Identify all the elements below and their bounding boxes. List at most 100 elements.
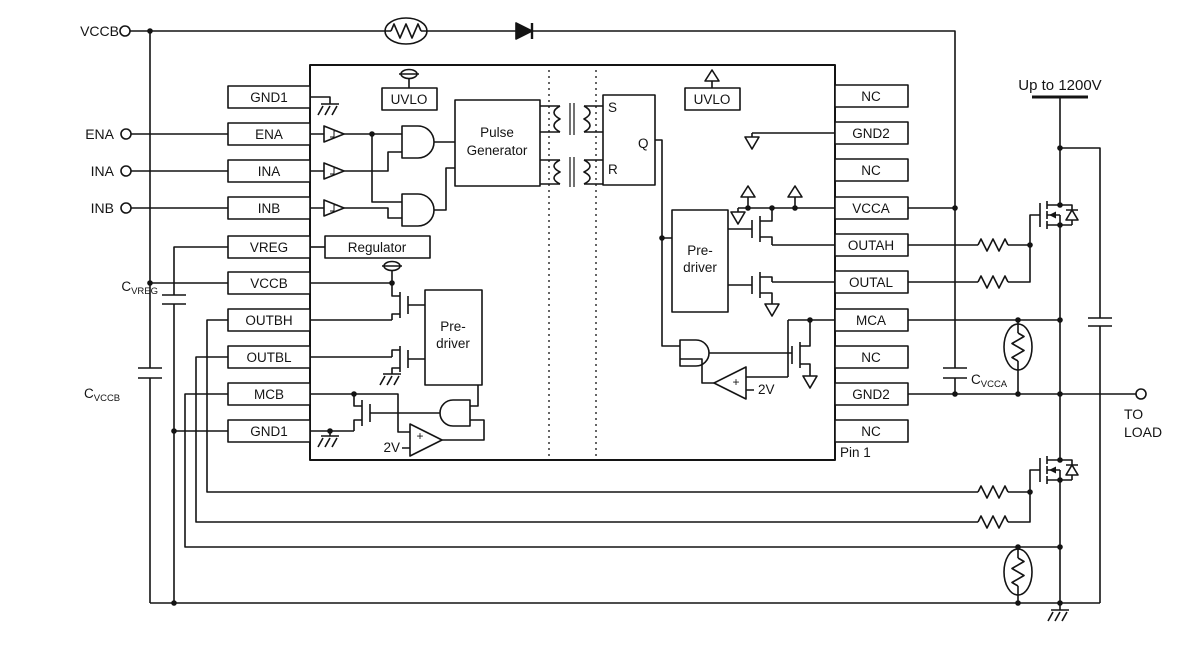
predriver-right-label-1: Pre-	[687, 243, 713, 258]
left-terminals	[119, 25, 228, 214]
latch-q-label: Q	[638, 136, 649, 151]
channel-b-output-stage	[310, 283, 483, 386]
mca-external	[908, 319, 1060, 394]
junction-dots	[147, 28, 1063, 606]
to-load-terminal-icon	[1135, 388, 1147, 400]
pin-box-vreg	[227, 235, 311, 259]
pulse-generator-label-1: Pulse	[480, 125, 514, 140]
switch-node	[908, 388, 1147, 400]
pin-label-right-1: GND2	[852, 126, 890, 141]
pin-box-vcca	[834, 196, 909, 220]
pin-box-mca	[834, 308, 909, 332]
pin-label-right-5: OUTAL	[849, 275, 893, 290]
pin-box-gnd2-top	[834, 121, 909, 145]
pin-box-inb	[227, 196, 311, 220]
pin-label-right-7: NC	[861, 350, 881, 365]
predriver-right-label-2: driver	[683, 260, 717, 275]
and-gate-b-icon	[401, 193, 435, 227]
isolation-barrier-icon	[548, 70, 597, 456]
channel-a-output-stage	[671, 208, 835, 317]
pin-label-left-2: INA	[258, 164, 281, 179]
clamp-comparator-b-icon	[409, 423, 443, 457]
clamp-ref-right-label: 2V	[758, 382, 775, 397]
pin-label-right-8: GND2	[852, 387, 890, 402]
input-logic	[310, 96, 455, 227]
pin-label-right-0: NC	[861, 89, 881, 104]
miller-clamp-a	[679, 319, 835, 400]
bootstrap-rail	[130, 17, 956, 394]
pin-box-nc-2	[834, 158, 909, 182]
comparator-plus-left: +	[416, 429, 423, 443]
pin-box-outal	[834, 270, 909, 294]
miller-clamp-b	[310, 385, 485, 457]
clamp-and-b-icon	[439, 399, 471, 427]
isolation-channel	[454, 94, 680, 347]
pin-label-left-0: GND1	[250, 90, 288, 105]
low-side-mosfet-icon	[1039, 394, 1079, 622]
pin-box-gnd2-bottom	[834, 382, 909, 406]
body-diode-bottom-icon	[1065, 464, 1079, 476]
regulator-label: Regulator	[348, 240, 407, 255]
terminal-label-vccb: VCCB	[80, 23, 119, 39]
pin-label-left-3: INB	[258, 201, 281, 216]
transformer-icon	[553, 103, 591, 187]
power-ground-icon	[1047, 609, 1070, 622]
pin-label-right-9: NC	[861, 424, 881, 439]
cvccb-capacitor-icon	[138, 367, 162, 379]
pin-box-nc-1	[834, 84, 909, 108]
ena-terminal-icon	[120, 128, 132, 140]
cvreg-capacitor-icon	[162, 294, 186, 305]
pin-box-outbl	[227, 345, 311, 369]
vccb-flag-uvlo-icon	[399, 68, 419, 80]
pin-box-outbh	[227, 308, 311, 332]
vccb-rail-and-cvccb	[138, 31, 228, 603]
pin-box-mcb	[227, 382, 311, 406]
labels: VCCB ENA INA INB TO LOAD Up to 1200V Pin…	[80, 23, 1162, 460]
terminal-label-ena: ENA	[85, 126, 114, 142]
cvcca-capacitor-icon	[943, 367, 967, 379]
gate-resistor-outbl-icon	[977, 515, 1009, 529]
cvreg-label: CVREG	[121, 279, 158, 297]
ina-terminal-icon	[120, 165, 132, 177]
cvccb-label: CVCCB	[84, 386, 120, 404]
pin-label-left-7: OUTBL	[246, 350, 292, 365]
high-side-mosfet-icon	[1039, 201, 1079, 394]
gate-resistor-outbh-icon	[977, 485, 1009, 499]
clamp-and-a-icon	[679, 339, 710, 367]
sense-resistor-top-icon	[1003, 323, 1033, 371]
mcb-sense	[1003, 547, 1033, 603]
pin-label-left-9: GND1	[250, 424, 288, 439]
nmos-b-icon	[310, 346, 425, 374]
vcca-external	[908, 207, 967, 379]
clamp-fet-b-icon	[353, 394, 440, 431]
pin-label-left-6: OUTBH	[245, 313, 292, 328]
regulator-section	[310, 235, 431, 284]
pin-box-outah	[834, 233, 909, 257]
bottom-routing	[150, 319, 1100, 604]
vccb-flag-icon	[382, 260, 402, 272]
uvlo-right-section	[684, 69, 741, 111]
dclink-capacitor-icon	[1088, 317, 1112, 327]
uvlo-left-section	[381, 68, 438, 111]
terminal-label-ina: INA	[91, 163, 115, 179]
gate-resistor-outal-icon	[977, 275, 1009, 289]
left-pin-boxes	[227, 85, 311, 443]
predriver-left-label-2: driver	[436, 336, 470, 351]
pin-box-vccb	[227, 271, 311, 295]
pin-label-right-6: MCA	[856, 313, 886, 328]
regulator-block	[324, 235, 431, 259]
pmos-b-icon	[310, 283, 425, 321]
bootstrap-diode-icon	[515, 22, 534, 40]
bootstrap-resistor-icon	[384, 17, 428, 45]
gate-resistor-outah-icon	[977, 238, 1009, 252]
uvlo-left-label: UVLO	[391, 92, 428, 107]
terminal-label-inb: INB	[91, 200, 114, 216]
clamp-ref-left-label: 2V	[383, 440, 400, 455]
pulse-generator-block	[454, 99, 541, 187]
latch-s-label: S	[608, 100, 617, 115]
predriver-left-label-1: Pre-	[440, 319, 466, 334]
pin1-label: Pin 1	[840, 445, 871, 460]
body-diode-top-icon	[1065, 209, 1079, 221]
